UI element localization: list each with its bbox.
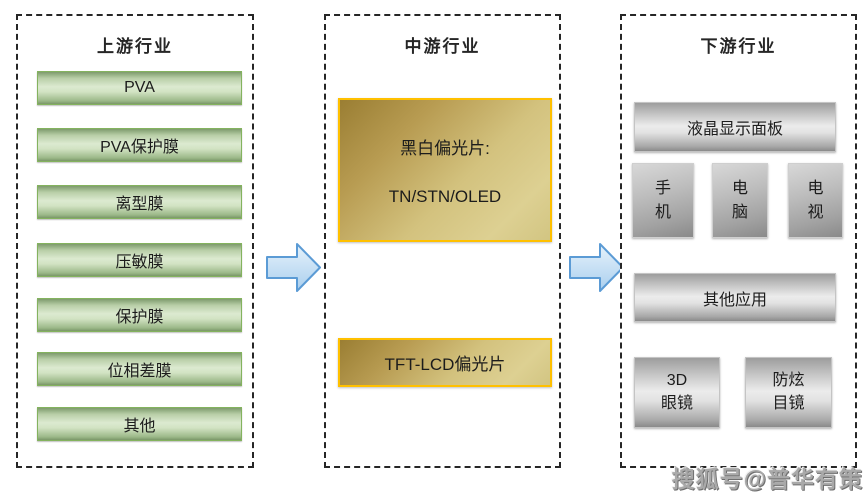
- flow-arrow-upstream-to-midstream: [266, 243, 321, 292]
- anti-glare-glasses-line2: 目镜: [772, 394, 805, 412]
- upstream-title: 上游行业: [97, 37, 173, 56]
- box-tft-lcd-polarizer: TFT-LCD偏光片: [338, 338, 552, 387]
- midstream-title: 中游行业: [404, 37, 481, 56]
- flow-arrow-midstream-to-downstream: [569, 243, 624, 292]
- box-mobile-phone: 手 机: [632, 163, 694, 238]
- anti-glare-glasses-line1: 防炫: [772, 372, 805, 390]
- box-release-film: 离型膜: [37, 185, 242, 219]
- 3d-glasses-line2: 眼镜: [660, 394, 693, 412]
- upstream-panel: 上游行业 PVA PVA保护膜 离型膜 压敏膜 保护膜 位相差膜 其他: [16, 14, 254, 468]
- 3d-glasses-line1: 3D: [666, 372, 688, 390]
- box-protective-film: 保护膜: [37, 298, 242, 332]
- box-bw-polarizer: 黑白偏光片: TN/STN/OLED: [338, 98, 552, 242]
- watermark: 搜狐号@普华有策: [671, 466, 863, 492]
- box-pva: PVA: [37, 71, 242, 105]
- box-pressure-sensitive-film: 压敏膜: [37, 243, 242, 277]
- bw-polarizer-line1: 黑白偏光片:: [400, 138, 490, 158]
- right-arrow-icon: [569, 243, 624, 292]
- downstream-panel: 下游行业 液晶显示面板 手 机 电 脑 电 视 其他应用 3D 眼镜 防炫 目镜: [620, 14, 857, 468]
- box-others: 其他: [37, 407, 242, 441]
- bw-polarizer-line2: TN/STN/OLED: [388, 186, 502, 206]
- mobile-phone-line2: 机: [654, 203, 671, 221]
- box-anti-glare-glasses: 防炫 目镜: [745, 357, 832, 428]
- box-pva-protective-film: PVA保护膜: [37, 128, 242, 162]
- mobile-phone-line1: 手: [654, 180, 671, 198]
- computer-line1: 电: [731, 180, 748, 198]
- box-other-applications: 其他应用: [634, 273, 836, 322]
- downstream-title: 下游行业: [700, 37, 777, 56]
- midstream-panel: 中游行业 黑白偏光片: TN/STN/OLED TFT-LCD偏光片: [324, 14, 561, 468]
- computer-line2: 脑: [731, 203, 748, 221]
- box-computer: 电 脑: [712, 163, 768, 238]
- right-arrow-icon: [266, 243, 321, 292]
- box-retardation-film: 位相差膜: [37, 352, 242, 386]
- box-3d-glasses: 3D 眼镜: [634, 357, 720, 428]
- tv-line1: 电: [807, 180, 824, 198]
- box-tv: 电 视: [788, 163, 843, 238]
- tv-line2: 视: [807, 203, 824, 221]
- box-lcd-panel: 液晶显示面板: [634, 102, 836, 152]
